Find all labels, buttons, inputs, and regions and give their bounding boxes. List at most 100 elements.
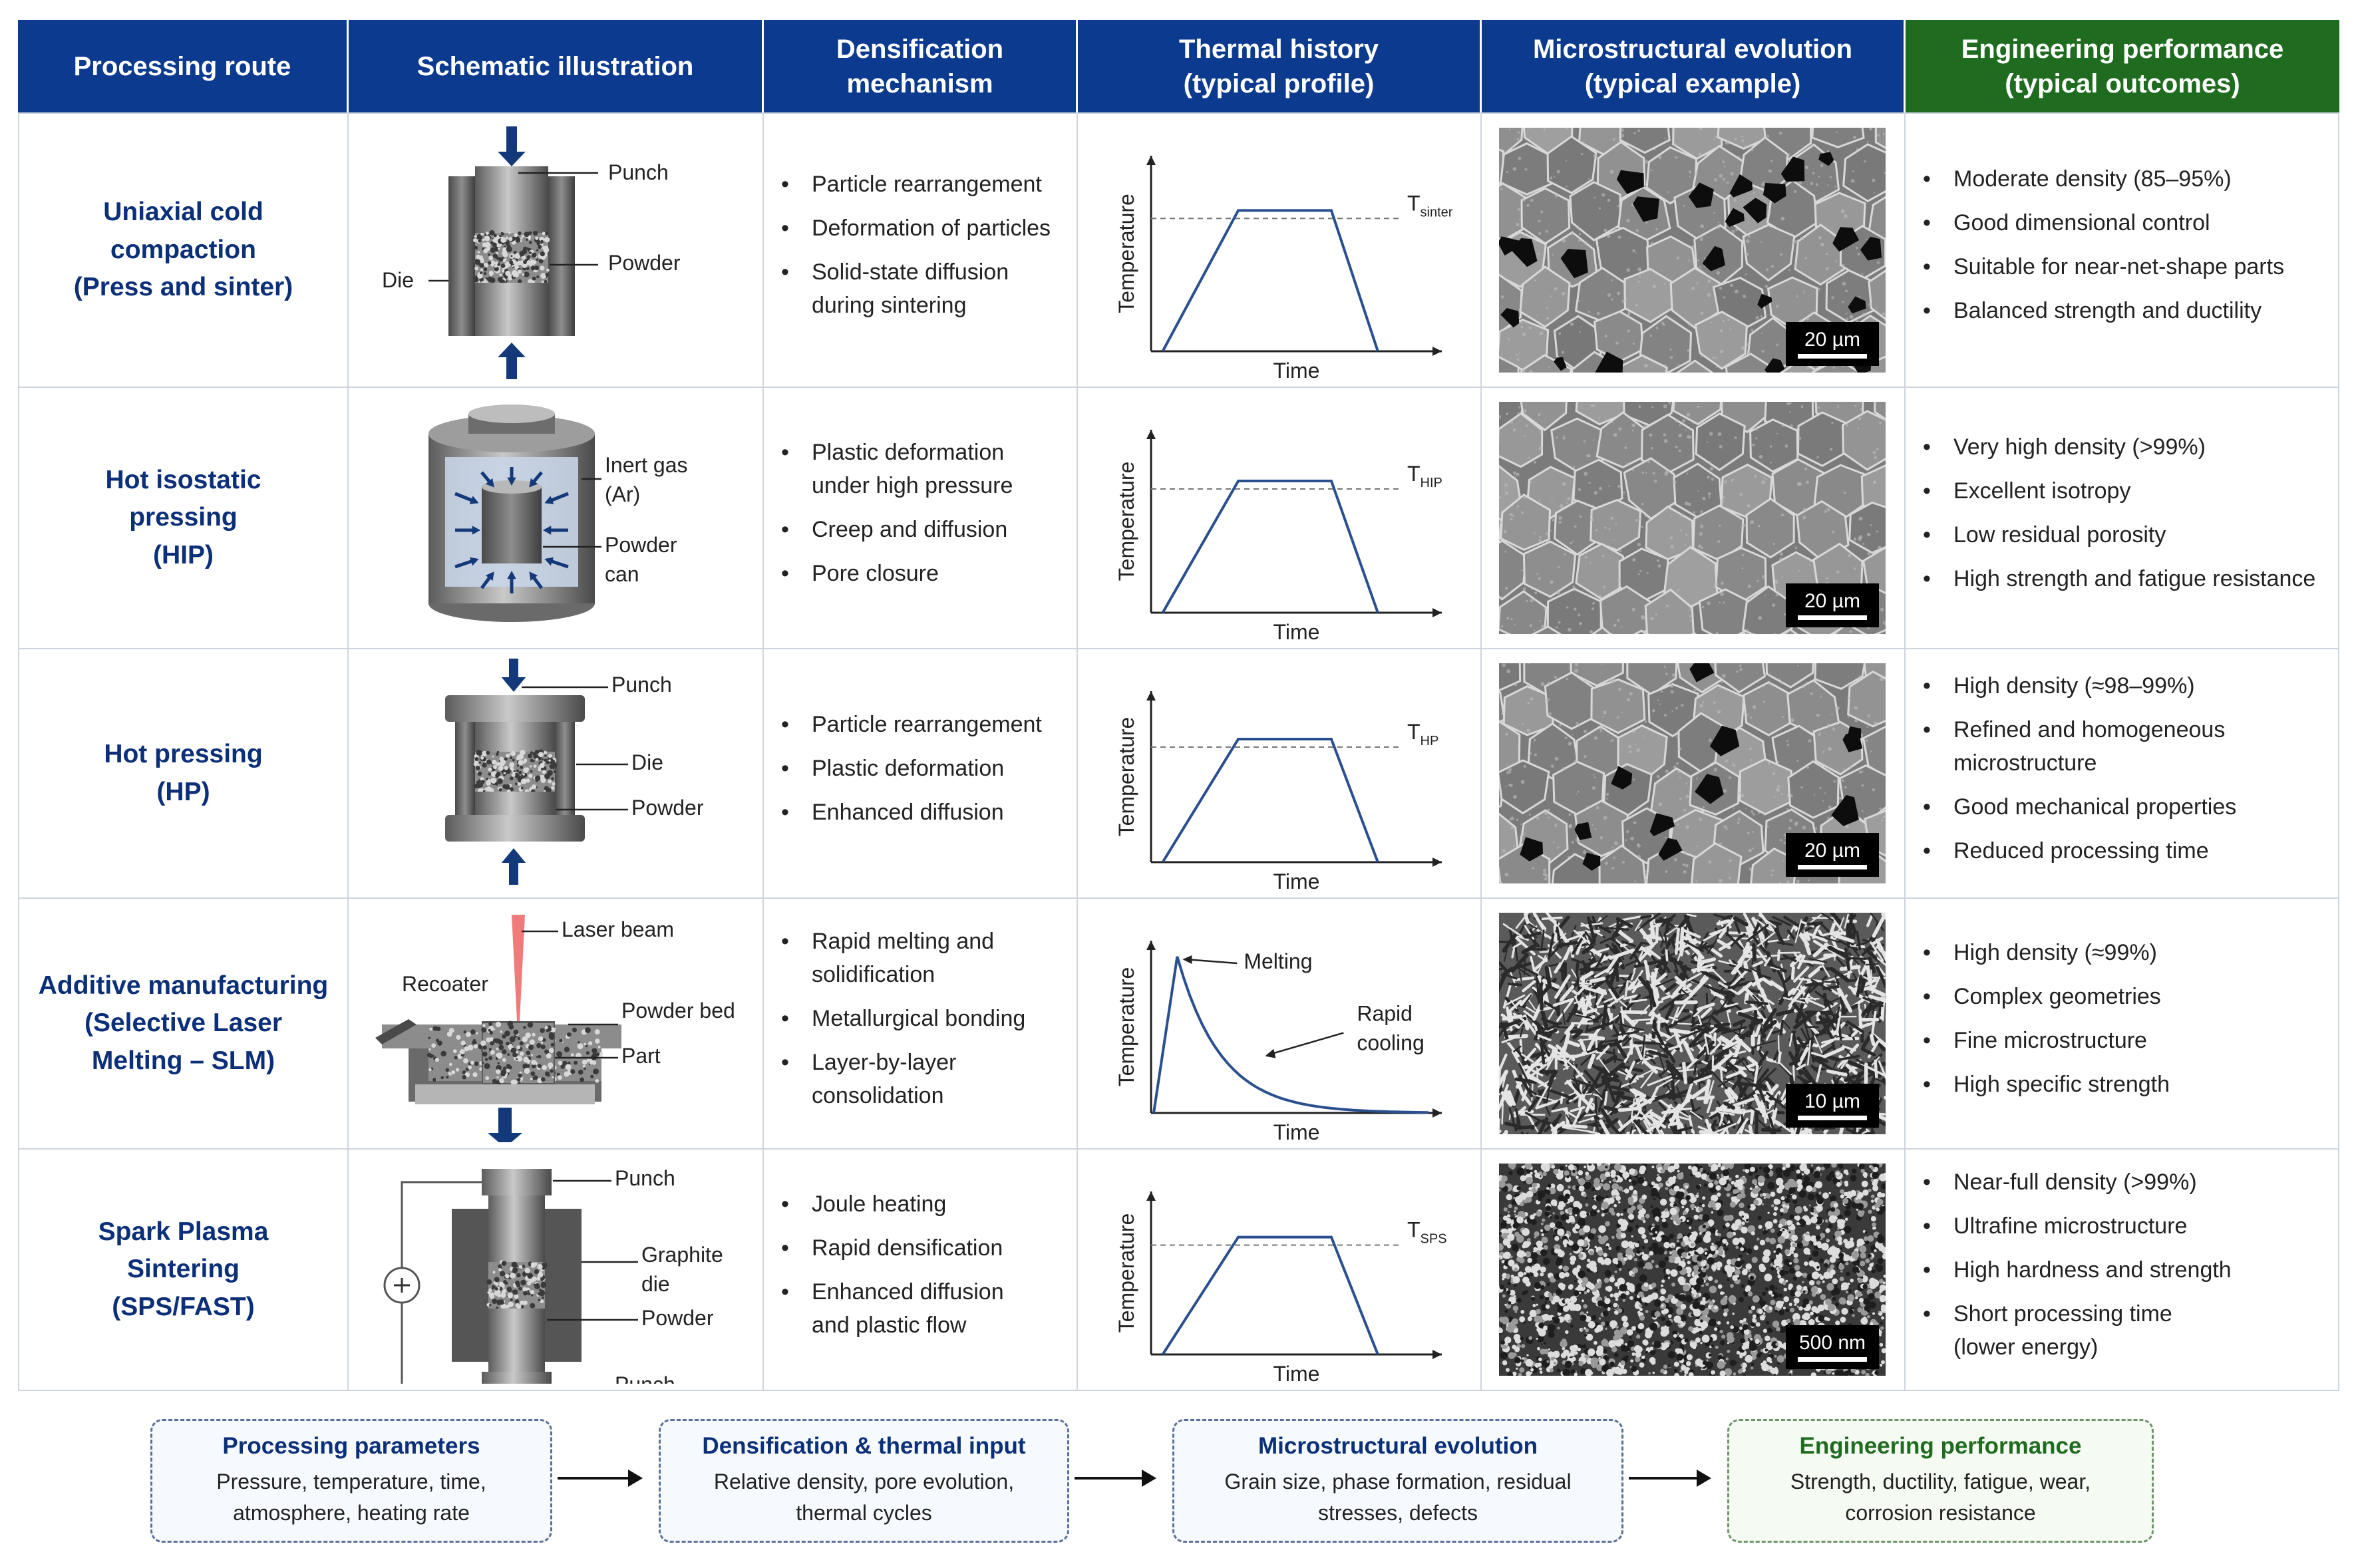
row-divider [18,897,2339,899]
mechanism-hot-isostatic: Plastic deformation under high pressureC… [765,387,1074,649]
flow-box-title: Processing parameters [222,1433,480,1459]
lower-punch [482,1372,552,1384]
performance-item: Excellent isotropy [1923,474,2315,508]
column-divider [1077,113,1078,1390]
y-axis-arrow [1146,156,1156,165]
performance-item: Good mechanical properties [1923,790,2236,824]
temperature-profile-curve [1152,956,1429,1114]
performance-item: Moderate density (85–95%) [1923,162,2284,196]
mechanism-item: Creep and diffusion [781,513,1013,546]
header-densification-mechanism: Densification mechanism [764,20,1076,113]
micrograph-uniaxial-cold: 20 µm [1499,128,1886,373]
y-axis-arrow [1146,941,1156,950]
performance-item: High hardness and strength [1923,1253,2232,1287]
header-microstructural-evolution: Microstructural evolution (typical examp… [1482,20,1904,113]
scale-bar [1798,354,1867,359]
punch-label: Punch [611,673,672,697]
temperature-profile-curve [1161,737,1379,863]
header-thermal-history: Thermal history (typical profile) [1078,20,1480,113]
powder-label: Powder [631,796,704,820]
temperature-level-label: Tsinter [1407,191,1453,220]
performance-list: Moderate density (85–95%) Good dimensiona… [1907,162,2284,338]
melting-label: Melting [1244,949,1312,973]
y-axis-arrow [1146,1191,1156,1201]
scale-bar [1798,1357,1867,1362]
punch-label-bottom: Punch [615,1372,675,1384]
x-axis-arrow [1432,858,1442,867]
performance-item: Ultrafine microstructure [1923,1209,2232,1243]
mechanism-item: Particle rearrangement [781,168,1051,201]
performance-item: Reduced processing time [1923,834,2236,867]
mechanism-item: Enhanced diffusion [781,796,1042,829]
mechanism-item: Pore closure [781,557,1013,590]
scale-bar-label: 10 µm [1804,1090,1860,1112]
column-divider [1904,113,1906,1390]
row-divider [18,1148,2339,1150]
header-engineering-performance: Engineering performance (typical outcome… [1906,20,2339,113]
row-divider [18,648,2339,649]
column-divider [347,113,349,1390]
micrograph-additive-manufacturing: 10 µm [1499,913,1886,1134]
laser-beam [512,915,525,1021]
x-axis-arrow [1432,1350,1442,1359]
y-axis-label: Temperature [1114,1213,1138,1333]
performance-item: High density (≈99%) [1923,936,2170,969]
table-border [18,113,19,1390]
micrograph-spark-plasma: 500 nm [1499,1164,1886,1376]
mechanism-spark-plasma: Joule heatingRapid densificationEnhanced… [765,1149,1074,1390]
mechanism-item: Rapid densification [781,1231,1004,1265]
inert-gas-label: Inert gas(Ar) [605,453,688,506]
performance-list: High density (≈99%)Complex geometriesFin… [1907,936,2170,1112]
x-axis-label: Time [1273,620,1320,642]
performance-additive-manufacturing: High density (≈99%)Complex geometriesFin… [1907,898,2337,1149]
die-right [555,722,575,815]
punch-label: Punch [615,1166,675,1190]
cooling-pointer [1269,1032,1344,1055]
die-left [448,176,475,336]
upper-punch [482,1169,552,1195]
flow-box-title: Microstructural evolution [1258,1433,1538,1459]
route-label-hot-isostatic: Hot isostatic pressing (HIP) [105,465,261,569]
laser-beam-label: Laser beam [562,917,674,941]
row-divider [18,1390,2339,1391]
die-label: Die [631,750,663,774]
performance-item: Good dimensional control [1923,206,2284,239]
flow-box-title: Engineering performance [1799,1433,2082,1459]
mechanism-list: Rapid melting and solidificationMetallur… [765,925,1025,1123]
punch-label: Punch [608,160,669,184]
route-label-hot-pressing: Hot pressing (HP) [104,739,263,806]
x-axis-arrow [1432,608,1442,617]
die-right [548,176,575,336]
powder-label: Powder [608,251,681,275]
performance-item: Low residual porosity [1923,518,2315,551]
mechanism-item: Plastic deformation under high pressure [781,436,1013,502]
route-label-additive-manufacturing: Additive manufacturing (Selective Laser … [38,971,329,1075]
y-axis-label: Temperature [1114,717,1138,837]
mechanism-uniaxial-cold: Particle rearrangementDeformation of par… [765,113,1074,387]
performance-item: Suitable for near-net-shape parts [1923,250,2284,283]
column-divider [762,113,764,1390]
die-left [455,722,475,815]
performance-item: High density (≈98–99%) [1923,669,2236,703]
header-schematic-illustration: Schematic illustration [349,20,762,113]
scale-bar [1798,1116,1867,1120]
mechanism-item: Solid-state diffusion during sintering [781,255,1051,322]
performance-list: High density (≈98–99%)Refined and homoge… [1907,669,2236,878]
y-axis-label: Temperature [1114,967,1138,1087]
mechanism-item: Metallurgical bonding [781,1002,1025,1035]
header-processing-route: Processing route [18,20,347,113]
scale-bar [1798,615,1867,620]
flow-arrow [1075,1470,1156,1487]
powder-bed-label: Powder bed [621,999,735,1022]
performance-list: Very high density (>99%)Excellent isotro… [1907,430,2315,606]
